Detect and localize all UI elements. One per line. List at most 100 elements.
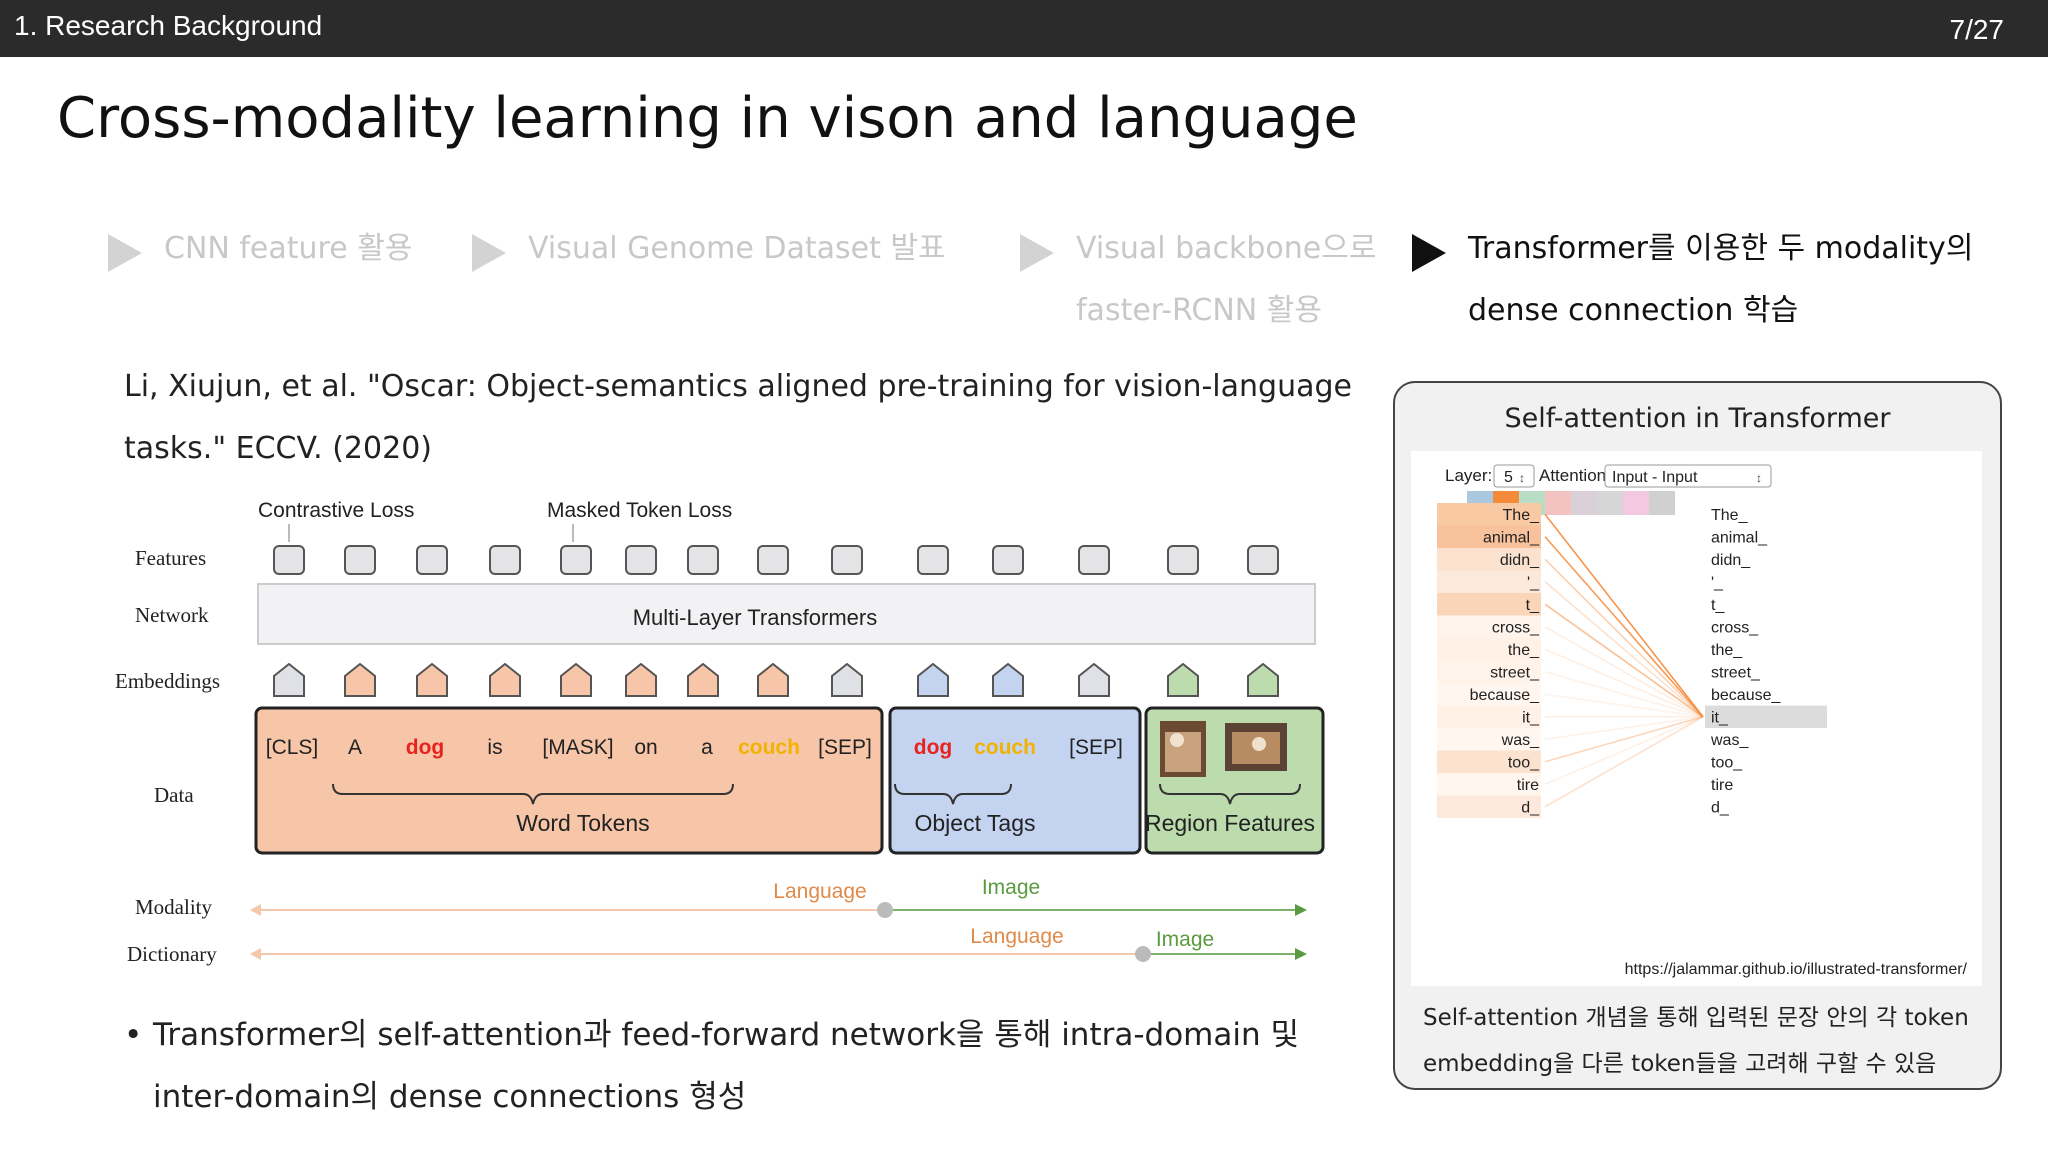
page-number: 7/27 [1949,14,2005,45]
right-token[interactable]: too_ [1711,755,1743,772]
data-token: [CLS] [266,736,319,759]
contrastive-loss-label: Contrastive Loss [258,499,414,522]
token-highlight [1437,795,1541,818]
right-token[interactable]: the_ [1711,642,1743,659]
right-token[interactable]: didn_ [1711,552,1751,569]
region-features-label: Region Features [1145,810,1315,836]
layer-select[interactable]: 5 ↕ [1493,464,1535,488]
embedding-pentagon [1247,662,1279,697]
slide-title: Cross-modality learning in vison and lan… [57,86,1358,151]
token-highlight [1437,548,1541,571]
attention-select[interactable]: Input - Input ↕ [1604,464,1772,488]
embedding-pentagon [687,662,719,697]
left-token[interactable]: The_ [1503,507,1541,524]
token-highlight [1437,638,1541,661]
slide-header-bar: 1. Research Background 7/27 [0,0,2048,57]
left-token[interactable]: t_ [1526,597,1540,614]
embedding-pentagon [344,662,376,697]
attention-line [1544,648,1704,718]
row-label-dictionary: Dictionary [127,942,217,966]
left-token[interactable]: the_ [1508,642,1540,659]
feature-square [831,545,863,575]
right-token[interactable]: d_ [1711,800,1730,817]
embedding-pentagon [489,662,521,697]
attention-line [1544,716,1704,785]
attention-label: Attention: [1539,466,1611,485]
row-label-embeddings: Embeddings [115,669,220,693]
left-token[interactable]: d_ [1521,800,1540,817]
data-token: couch [738,736,800,759]
attention-line [1544,558,1704,718]
embedding-pentagon [917,662,949,697]
token-highlight [1437,660,1541,683]
right-token[interactable]: cross_ [1711,620,1759,637]
select-arrows-icon: ↕ [1756,471,1762,485]
step-text: faster-RCNN 활용 [1076,293,1322,328]
left-token[interactable]: too_ [1508,755,1540,772]
right-token[interactable]: was_ [1710,732,1749,749]
self-attention-panel: Self-attention in Transformer Layer: 5 ↕… [1393,381,2002,1090]
left-token[interactable]: tire [1517,777,1539,794]
attention-line [1544,715,1704,741]
object-tags-label: Object Tags [914,810,1035,836]
feature-square [917,545,949,575]
attention-line [1544,716,1704,808]
left-token[interactable]: '_ [1527,575,1540,592]
right-token[interactable]: t_ [1711,597,1725,614]
data-token: a [701,736,713,759]
feature-square [625,545,657,575]
word-tokens-label: Word Tokens [516,810,649,836]
row-label-data: Data [154,783,194,807]
embedding-pentagon [416,662,448,697]
right-token[interactable]: '_ [1711,575,1724,592]
region-image-1 [1160,721,1206,777]
modality-image-label: Image [982,876,1040,899]
attention-visualization: Layer: 5 ↕ Attention: Input - Input ↕ [1411,451,1982,986]
feature-squares [273,545,1279,575]
attention-graph: Layer: 5 ↕ Attention: Input - Input ↕ [1437,464,1968,978]
left-token[interactable]: street_ [1490,665,1540,682]
token-highlight [1437,750,1541,773]
feature-square [273,545,305,575]
attention-line [1544,536,1704,718]
token-highlight [1437,705,1541,728]
data-token: [MASK] [542,736,613,759]
left-token[interactable]: didn_ [1500,552,1540,569]
right-token[interactable]: The_ [1711,507,1749,524]
right-token[interactable]: because_ [1711,687,1781,704]
left-token[interactable]: cross_ [1492,620,1540,637]
embedding-pentagon [757,662,789,697]
oscar-architecture-figure: Contrastive Loss Masked Token Loss Featu… [95,482,1345,1002]
attention-line [1544,603,1704,718]
dictionary-language-label: Language [970,925,1063,948]
selected-token-highlight [1705,705,1827,728]
feature-square [757,545,789,575]
left-token[interactable]: it_ [1522,710,1540,727]
right-token[interactable]: street_ [1711,665,1761,682]
dictionary-image-label: Image [1156,928,1214,951]
region-image-2 [1225,723,1287,771]
right-token-column: The_ animal_ didn_ '_ t_ cross_ the_ street_bec… [1705,507,1827,817]
paper-reference: Li, Xiujun, et al. "Oscar: Object-semant… [124,369,1352,466]
feature-square [344,545,376,575]
feature-square [1078,545,1110,575]
play-arrow-icon [1020,234,1054,272]
feature-square [687,545,719,575]
object-tags-box [888,706,1142,855]
right-token[interactable]: animal_ [1711,530,1768,547]
right-token[interactable]: tire [1711,777,1733,794]
left-token[interactable]: because_ [1470,687,1540,704]
modality-language-label: Language [773,880,866,903]
token-highlight [1437,503,1541,526]
step-text: dense connection 학습 [1468,293,1799,328]
right-token[interactable]: it_ [1711,710,1729,727]
select-arrows-icon: ↕ [1519,471,1525,485]
embedding-pentagon [992,662,1024,697]
play-arrow-icon [472,234,506,272]
panel-caption: Self-attention 개념을 통해 입력된 문장 안의 각 token … [1423,1005,1969,1077]
left-token[interactable]: was_ [1501,732,1540,749]
attention-line [1544,715,1704,763]
network-label: Multi-Layer Transformers [633,605,878,630]
token-highlight [1437,773,1541,796]
left-token[interactable]: animal_ [1483,530,1540,547]
